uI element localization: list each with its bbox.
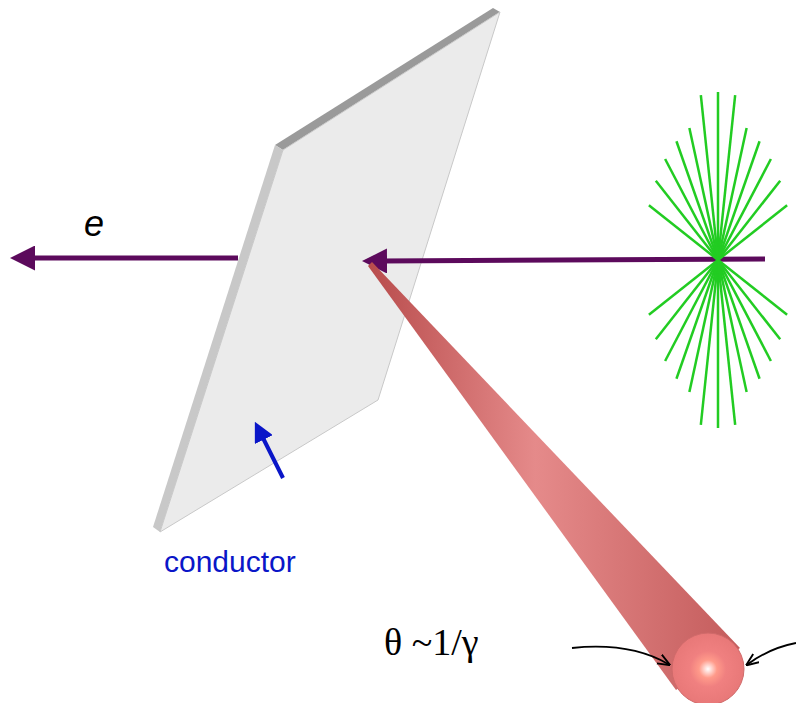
- electron-arrow: [30, 256, 238, 261]
- conductor-plate: [153, 8, 500, 532]
- field-lines: [649, 92, 787, 428]
- field-line: [701, 95, 735, 425]
- field-line: [701, 95, 735, 425]
- pointer-arrow: [262, 436, 283, 478]
- angle-arrow: [748, 643, 796, 664]
- electron-arrow: [382, 259, 765, 261]
- angle-label: θ ~1/γ: [384, 620, 479, 664]
- radiation-cone: [368, 262, 744, 703]
- angle-arrow: [572, 647, 668, 664]
- part-label: conductor: [164, 545, 296, 579]
- particle-label: e: [84, 203, 104, 245]
